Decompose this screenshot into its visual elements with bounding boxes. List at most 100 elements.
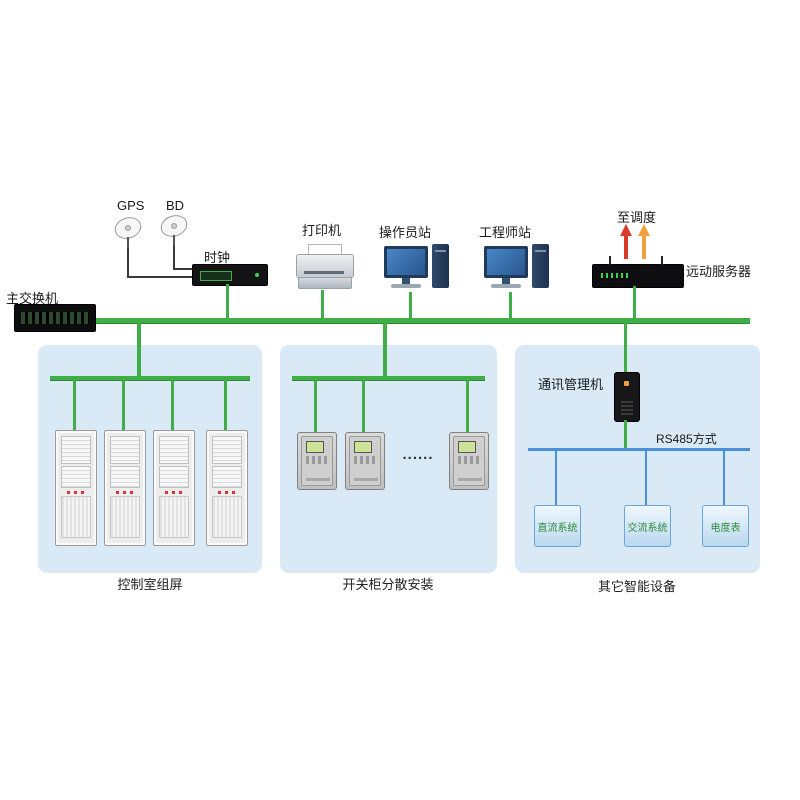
protection-relay [297,432,337,490]
arrow-head [638,224,650,236]
pc-tower [532,244,549,288]
pc-tower [432,244,449,288]
engineer-workstation-icon [484,244,550,292]
cabinet-leds [67,491,85,494]
cabinet-vent [159,496,189,538]
link-bus-comm [624,323,627,372]
rs485-label: RS485方式 [656,432,717,446]
printer-base [298,277,352,289]
relay-keys [354,456,376,464]
link-gps-clock-h [127,276,192,278]
group-label-switchgear: 开关柜分散安装 [342,577,434,592]
cabinet-panel [110,436,140,464]
switch-ports [21,312,89,324]
relay-face [301,436,333,486]
link-bus-panel1 [137,323,141,377]
link-clock-bus [226,284,229,319]
link-ac-system [645,451,647,505]
operator-workstation-icon [384,244,450,292]
dispatch-arrow-red-icon [620,224,632,260]
screen [487,249,525,275]
link-relay3 [466,380,469,432]
pc-tower-slot [435,250,446,252]
link-dc-system [555,451,557,505]
printer-body [296,254,354,278]
monitor-stand [402,278,410,284]
engineer-station-label: 工程师站 [479,225,532,240]
ac-system-box: 交流系统 [624,505,671,547]
cabinet-vent [61,496,91,538]
relay-lcd [458,441,476,453]
rs485-bus [528,448,750,451]
clock-display [200,271,232,281]
link-cabinet3 [171,380,174,430]
cabinet-panel [110,466,140,488]
clock-device [192,264,268,286]
cabinet-vent [110,496,140,538]
operator-station-label: 操作员站 [379,225,432,240]
link-bd-clock-v [173,246,175,270]
cabinet-panel [61,436,91,464]
relay-bar [306,478,330,481]
cabinet-panel [159,466,189,488]
link-bd-clock-h [173,268,192,270]
link-operator-bus [409,292,412,319]
arrow-head [620,224,632,236]
clock-led [255,273,259,277]
relay-keys [458,456,480,464]
relay-face [453,436,485,486]
link-relay2 [362,380,365,432]
screen [387,249,425,275]
link-cabinet4 [224,380,227,430]
main-network-bus [90,318,750,324]
cabinet-rack [206,430,248,546]
relay-keys [306,456,328,464]
arrow-shaft [642,235,646,259]
panel2-bus [292,376,485,381]
to-dispatch-label: 至调度 [617,210,657,225]
relay-bar [458,478,482,481]
main-switch-label: 主交换机 [6,291,59,306]
panel1-bus [50,376,250,381]
monitor-base [391,284,421,288]
energy-meter-box: 电度表 [702,505,749,547]
cabinet-panel [159,436,189,464]
comm-grill [621,401,633,415]
monitor [384,246,428,278]
cabinet-rack [55,430,97,546]
comm-led [624,381,629,386]
main-switch-device [14,304,96,332]
bd-label: BD [166,198,185,213]
monitor-base [491,284,521,288]
bd-antenna-icon [158,212,192,253]
relay-lcd [306,441,324,453]
cabinet-rack [153,430,195,546]
cabinet-panel [212,436,242,464]
gps-antenna-icon [112,214,146,255]
dispatch-arrow-orange-icon [638,224,650,260]
link-server-bus [633,286,636,319]
pc-tower-slot [535,250,546,252]
cabinet-leds [116,491,134,494]
monitor [484,246,528,278]
server-antenna [609,256,611,265]
link-comm-rs485 [624,420,627,449]
link-cabinet1 [73,380,76,430]
cabinet-leds [165,491,183,494]
cabinet-rack [104,430,146,546]
relay-bar [354,478,378,481]
cabinet-leds [218,491,236,494]
remote-server-label: 远动服务器 [686,264,752,279]
remote-server-device [592,256,684,288]
dc-system-box: 直流系统 [534,505,581,547]
cabinet-panel [212,466,242,488]
monitor-stand [502,278,510,284]
comm-manager-label: 通讯管理机 [538,377,604,392]
link-bus-panel2 [383,323,387,377]
protection-relay [449,432,489,490]
gps-label: GPS [117,198,145,213]
ellipsis-more-relays: ...... [402,446,434,463]
protection-relay [345,432,385,490]
printer-slot [304,271,344,274]
